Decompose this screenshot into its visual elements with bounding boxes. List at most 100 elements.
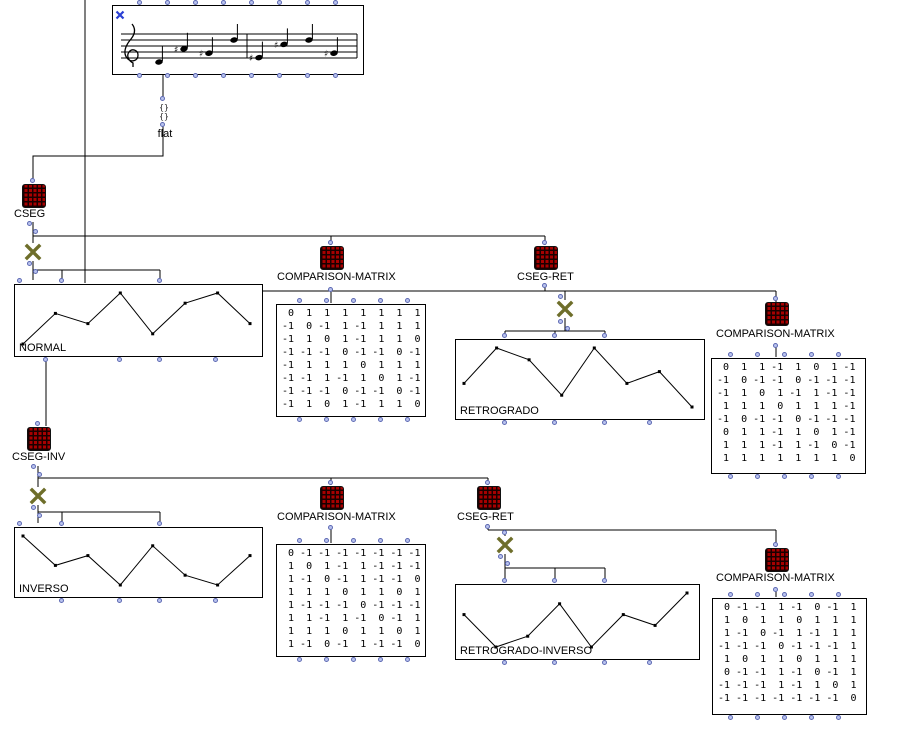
connection-dot[interactable] <box>755 592 760 597</box>
connection-dot[interactable] <box>836 592 841 597</box>
connection-dot[interactable] <box>324 417 329 422</box>
connection-dot[interactable] <box>542 283 547 288</box>
patch-icon-comparison-matrix-1[interactable] <box>320 246 344 270</box>
note-head[interactable] <box>255 54 264 61</box>
x-operator-icon-4[interactable] <box>496 536 514 554</box>
connection-dot[interactable] <box>221 73 226 78</box>
connection-dot[interactable] <box>378 417 383 422</box>
connection-dot[interactable] <box>782 592 787 597</box>
connection-dot[interactable] <box>30 178 35 183</box>
connection-dot[interactable] <box>297 657 302 662</box>
connection-dot[interactable] <box>351 298 356 303</box>
matrix-box-inverso[interactable]: 0 -1 -1 -1 -1 -1 -1 -1 1 0 1 -1 1 -1 -1 … <box>276 544 426 657</box>
connection-dot[interactable] <box>485 480 490 485</box>
note-head[interactable] <box>180 45 189 52</box>
connection-dot[interactable] <box>405 298 410 303</box>
connection-dot[interactable] <box>558 319 563 324</box>
connection-dot[interactable] <box>213 357 218 362</box>
connection-dot[interactable] <box>809 474 814 479</box>
connection-dot[interactable] <box>755 474 760 479</box>
x-operator-icon-1[interactable] <box>24 243 42 261</box>
connection-dot[interactable] <box>277 73 282 78</box>
patch-icon-cseg[interactable] <box>22 184 46 208</box>
connection-dot[interactable] <box>602 420 607 425</box>
connection-dot[interactable] <box>552 333 557 338</box>
connection-dot[interactable] <box>728 715 733 720</box>
connection-dot[interactable] <box>31 464 36 469</box>
connection-dot[interactable] <box>328 287 333 292</box>
connection-dot[interactable] <box>31 505 36 510</box>
connection-dot[interactable] <box>43 357 48 362</box>
connection-dot[interactable] <box>502 660 507 665</box>
connection-dot[interactable] <box>37 513 42 518</box>
connection-dot[interactable] <box>324 657 329 662</box>
connection-dot[interactable] <box>782 715 787 720</box>
connection-dot[interactable] <box>405 417 410 422</box>
connection-dot[interactable] <box>782 352 787 357</box>
connection-dot[interactable] <box>328 525 333 530</box>
connection-dot[interactable] <box>773 587 778 592</box>
patch-icon-cseg-inv[interactable] <box>27 427 51 451</box>
connection-dot[interactable] <box>117 598 122 603</box>
connection-dot[interactable] <box>35 421 40 426</box>
connection-dot[interactable] <box>498 554 503 559</box>
bpf-box-inverso[interactable]: INVERSO <box>14 527 263 598</box>
connection-dot[interactable] <box>59 521 64 526</box>
connection-dot[interactable] <box>33 229 38 234</box>
connection-dot[interactable] <box>33 269 38 274</box>
connection-dot[interactable] <box>773 542 778 547</box>
connection-dot[interactable] <box>305 0 310 5</box>
connection-dot[interactable] <box>333 73 338 78</box>
bpf-graph-retrogrado-inverso[interactable] <box>456 585 699 659</box>
connection-dot[interactable] <box>602 578 607 583</box>
connection-dot[interactable] <box>17 278 22 283</box>
connection-dot[interactable] <box>157 357 162 362</box>
connection-dot[interactable] <box>552 660 557 665</box>
connection-dot[interactable] <box>378 657 383 662</box>
connection-dot[interactable] <box>836 715 841 720</box>
connection-dot[interactable] <box>728 592 733 597</box>
connection-dot[interactable] <box>502 333 507 338</box>
matrix-box-retrogrado-inverso[interactable]: 0 -1 -1 1 -1 0 -1 1 1 0 1 1 0 1 1 1 1 -1… <box>712 598 867 715</box>
connection-dot[interactable] <box>27 261 32 266</box>
bpf-box-retrogrado[interactable]: RETROGRADO <box>455 339 705 420</box>
connection-dot[interactable] <box>505 561 510 566</box>
connection-dot[interactable] <box>378 298 383 303</box>
connection-dot[interactable] <box>773 343 778 348</box>
connection-dot[interactable] <box>333 0 338 5</box>
matrix-box-retrogrado[interactable]: 0 1 1 -1 1 0 1 -1-1 0 -1 -1 0 -1 -1 -1-1… <box>711 358 866 474</box>
connection-dot[interactable] <box>249 73 254 78</box>
connection-dot[interactable] <box>836 474 841 479</box>
connection-dot[interactable] <box>809 352 814 357</box>
bpf-graph-normal[interactable] <box>15 285 262 356</box>
connection-dot[interactable] <box>277 0 282 5</box>
bpf-graph-inverso[interactable] <box>15 528 262 597</box>
connection-dot[interactable] <box>328 480 333 485</box>
note-head[interactable] <box>330 50 339 57</box>
connection-dot[interactable] <box>809 715 814 720</box>
connection-dot[interactable] <box>502 530 507 535</box>
patch-icon-cseg-ret-top[interactable] <box>534 246 558 270</box>
bpf-graph-retrogrado[interactable] <box>456 340 704 419</box>
x-operator-icon-2[interactable] <box>556 300 574 318</box>
connection-dot[interactable] <box>755 715 760 720</box>
note-head[interactable] <box>155 59 164 66</box>
note-head[interactable] <box>305 37 314 44</box>
connection-dot[interactable] <box>157 598 162 603</box>
lisp-function-icon[interactable]: {} {} <box>159 103 169 121</box>
connection-dot[interactable] <box>193 0 198 5</box>
connection-dot[interactable] <box>351 538 356 543</box>
connection-dot[interactable] <box>17 521 22 526</box>
connection-dot[interactable] <box>485 524 490 529</box>
patch-icon-comparison-matrix-4[interactable] <box>765 548 789 572</box>
connection-dot[interactable] <box>328 240 333 245</box>
connection-dot[interactable] <box>137 73 142 78</box>
connection-dot[interactable] <box>351 657 356 662</box>
matrix-box-normal[interactable]: 0 1 1 1 1 1 1 1-1 0 -1 1 -1 1 1 1-1 1 0 … <box>276 304 426 417</box>
patch-icon-cseg-ret-bottom[interactable] <box>477 486 501 510</box>
connection-dot[interactable] <box>117 357 122 362</box>
connection-dot[interactable] <box>542 240 547 245</box>
connection-dot[interactable] <box>160 122 165 127</box>
connection-dot[interactable] <box>552 578 557 583</box>
connection-dot[interactable] <box>405 538 410 543</box>
